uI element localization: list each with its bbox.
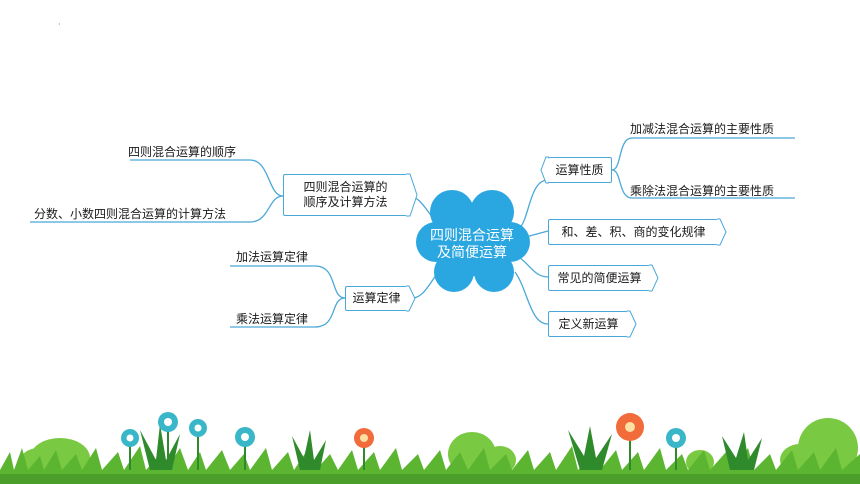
order-leaf-2[interactable]: 分数、小数四则混合运算的计算方法 [34, 207, 227, 221]
order-branch-node[interactable]: 四则混合运算的 顺序及计算方法 [283, 174, 407, 216]
center-node-line1: 四则混合运算 [430, 228, 514, 244]
new-operation-label: 定义新运算 [558, 316, 619, 331]
center-node-line2: 及简便运算 [437, 245, 507, 261]
change-rule-arrow [717, 218, 727, 246]
flower-icon-orange-2 [616, 413, 644, 470]
new-operation-arrow [627, 310, 637, 338]
flower-icon-orange-1 [354, 428, 374, 470]
common-simplify-node[interactable]: 常见的简便运算 [548, 265, 650, 291]
properties-leaf-2[interactable]: 乘除法混合运算的主要性质 [630, 184, 775, 198]
connector-center-to-properties [519, 179, 549, 229]
order-branch-arrow [406, 173, 418, 217]
properties-branch-arrow [540, 156, 549, 184]
connector-laws-to-leaf2 [230, 297, 346, 328]
laws-leaf-2[interactable]: 乘法运算定律 [236, 312, 309, 326]
flower-icon-teal-5 [666, 428, 686, 470]
connector-center-to-common [519, 257, 549, 278]
order-branch-line1: 四则混合运算的 [303, 180, 388, 194]
connector-order-to-leaf2 [30, 195, 284, 223]
change-rule-label: 和、差、积、商的变化规律 [561, 224, 706, 239]
corner-mark: · [58, 20, 61, 29]
flower-icon-teal-3 [189, 419, 207, 470]
flower-icon-teal-4 [235, 427, 255, 470]
connector-center-to-new [514, 271, 549, 325]
grass-flowers-decoration [0, 412, 860, 484]
center-node[interactable]: 四则混合运算 及简便运算 [420, 228, 524, 262]
laws-branch-label: 运算定律 [352, 291, 401, 305]
properties-branch-label: 运算性质 [555, 162, 604, 177]
tall-grass-clumps [140, 424, 762, 470]
flower-icon-teal-2 [158, 412, 178, 470]
laws-branch-node[interactable]: 运算定律 [345, 286, 407, 311]
laws-leaf-1[interactable]: 加法运算定律 [236, 250, 309, 264]
new-operation-node[interactable]: 定义新运算 [548, 311, 628, 337]
connector-properties-to-leaf1 [611, 137, 795, 171]
ground-strip [0, 474, 860, 484]
common-simplify-arrow [649, 264, 659, 292]
order-branch-line2: 顺序及计算方法 [303, 195, 388, 209]
properties-leaf-1[interactable]: 加减法混合运算的主要性质 [630, 122, 775, 136]
laws-branch-arrow [406, 285, 416, 312]
change-rule-node[interactable]: 和、差、积、商的变化规律 [548, 219, 718, 245]
common-simplify-label: 常见的简便运算 [557, 270, 642, 285]
order-leaf-1[interactable]: 四则混合运算的顺序 [128, 145, 237, 159]
flower-icon-teal-1 [121, 429, 139, 470]
connector-properties-to-leaf2 [611, 169, 795, 199]
center-cloud [416, 190, 530, 292]
properties-branch-node[interactable]: 运算性质 [548, 157, 612, 183]
